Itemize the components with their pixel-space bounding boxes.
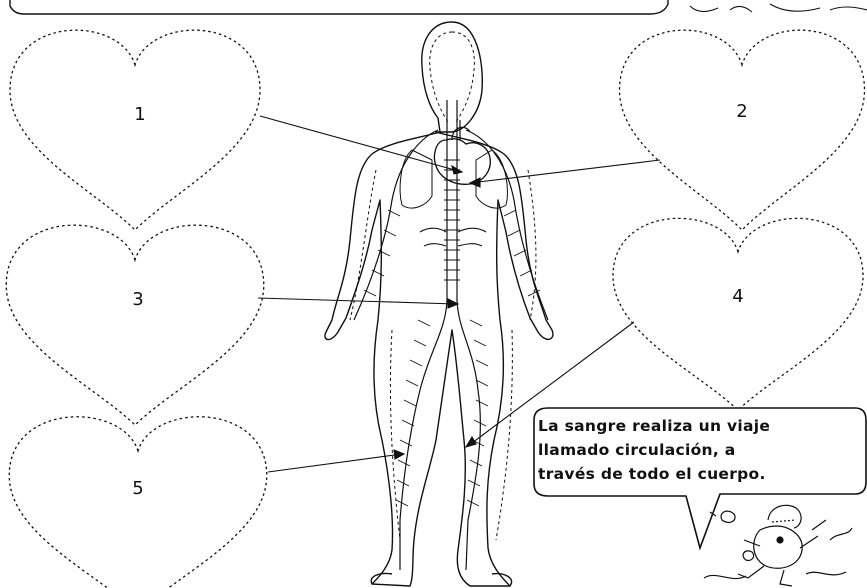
ground-scribble [704, 528, 852, 579]
heart-5[interactable] [9, 417, 267, 588]
small-bird-2 [743, 551, 753, 560]
pointer-arrow-4 [466, 437, 476, 447]
heart-organ [434, 139, 490, 185]
speech-bubble-text: La sangre realiza un viaje llamado circu… [538, 414, 867, 486]
heart-1-number: 1 [134, 104, 145, 125]
top-right-decoration [690, 4, 867, 12]
heart-3-number: 3 [132, 289, 143, 310]
heart-4[interactable] [613, 218, 863, 410]
heart-4-number: 4 [732, 286, 743, 307]
cartoon-character [704, 505, 852, 586]
character-body [754, 526, 802, 568]
body-inner-contour [350, 32, 536, 540]
character-eye [777, 537, 783, 543]
heart-3[interactable] [6, 225, 264, 425]
heart-2-number: 2 [736, 101, 747, 122]
speech-line-3: través de todo el cuerpo. [538, 462, 867, 486]
abdominal-branches [420, 228, 486, 246]
top-frame [10, 0, 668, 14]
pointer-arrow-5 [394, 450, 404, 459]
pointer-line-5 [268, 454, 402, 472]
pointer-line-3 [258, 298, 456, 304]
heart-5-number: 5 [132, 478, 143, 499]
character-legs [738, 566, 792, 586]
pointer-line-2 [470, 160, 660, 183]
speech-line-2: llamado circulación, a [538, 438, 867, 462]
pointer-arrow-2 [470, 178, 480, 187]
speech-line-1: La sangre realiza un viaje [538, 414, 867, 438]
pointer-line-1 [260, 116, 462, 172]
heart-1[interactable] [10, 30, 260, 230]
character-helmet [768, 505, 801, 528]
heart-2[interactable] [620, 30, 865, 230]
